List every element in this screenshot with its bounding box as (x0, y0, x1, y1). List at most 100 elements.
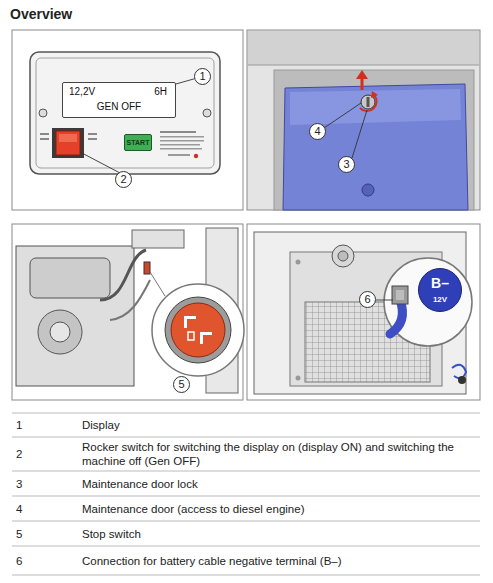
print-mark (88, 138, 97, 140)
table-description: Maintenance door lock (82, 471, 478, 496)
turn-arrow (360, 95, 377, 111)
door-knob (362, 184, 374, 196)
engine-pipe (100, 250, 146, 300)
switch-frame (52, 128, 84, 158)
callout-number: 2 (115, 171, 132, 188)
panel-frame (247, 30, 480, 210)
table-number: 5 (16, 521, 76, 546)
rocker-switch (56, 131, 80, 155)
node-text: 6 (360, 293, 375, 306)
engine-pulley (38, 310, 82, 354)
table-rule (12, 413, 480, 414)
screw (203, 109, 211, 117)
panel-control (12, 30, 243, 210)
leader-line (376, 300, 393, 301)
lift-arrow (361, 78, 364, 90)
node-text: 12V (419, 295, 461, 304)
turn-arrow-head (371, 91, 378, 98)
node-text: B– (419, 275, 461, 291)
lock-slot (367, 97, 370, 107)
switch-mark (188, 332, 194, 340)
table-rule (12, 496, 480, 497)
table-description: Rocker switch for switching the display … (82, 437, 478, 471)
callout-number: 6 (359, 291, 376, 308)
callout-number: 3 (338, 156, 355, 173)
plate-bezel (36, 58, 214, 168)
detail-circle (152, 284, 244, 376)
node-text: 4 (310, 125, 325, 138)
start-button: START (124, 134, 152, 151)
housing-edge (248, 65, 479, 66)
bolt (296, 260, 301, 265)
panel-title: Overview (10, 6, 72, 22)
cable-loop (452, 365, 466, 378)
terminal-small (458, 376, 466, 384)
display-screen: 12,2V6HGEN OFF (62, 82, 176, 118)
door-highlight (290, 89, 461, 125)
terminal-bolt (392, 286, 408, 304)
table-number: 3 (16, 471, 76, 496)
switch-mark (184, 316, 196, 328)
frame-rail (132, 230, 184, 248)
node-text: START (125, 139, 151, 146)
leader-line (80, 152, 120, 173)
engine-hose (110, 280, 150, 320)
housing-knob (332, 245, 354, 267)
rocker-highlight (59, 134, 77, 142)
print-mark (160, 136, 204, 138)
table-rule (12, 471, 480, 472)
table-number: 4 (16, 496, 76, 521)
leader-line (352, 110, 367, 158)
table-number: 6 (16, 546, 76, 575)
table-description: Stop switch (82, 521, 478, 546)
panel-frame (247, 224, 480, 400)
engine-cover (30, 258, 110, 298)
callout-number: 4 (309, 123, 326, 140)
node-text: GEN OFF (63, 101, 175, 112)
control-plate (30, 52, 220, 174)
print-mark (40, 138, 49, 140)
leader-line (324, 103, 361, 128)
table-description: Maintenance door (access to diesel engin… (82, 496, 478, 521)
table-description: Connection for battery cable negative te… (82, 546, 478, 575)
detail-circle (384, 258, 472, 346)
housing-top (248, 31, 479, 65)
bolt-face (396, 290, 404, 300)
node-text: 1 (195, 70, 210, 83)
print-mark (168, 154, 190, 156)
pulley-hub (50, 322, 70, 342)
table-rule (12, 575, 480, 576)
print-mark (160, 144, 200, 146)
node-text: 2 (116, 173, 131, 186)
engine-block (16, 246, 134, 386)
leader-line (176, 79, 194, 84)
table-rule (12, 546, 480, 547)
stop-switch-small (144, 262, 150, 274)
print-mark (40, 133, 49, 135)
print-mark (160, 148, 202, 150)
callout-number: 1 (194, 68, 211, 85)
node-text: 5 (174, 378, 189, 391)
zoom-line (150, 272, 165, 296)
screw (39, 109, 47, 117)
lift-arrow-head (356, 70, 368, 79)
battery-cable (390, 300, 402, 334)
panel-battery (247, 224, 480, 400)
node-text: 3 (339, 158, 354, 171)
panel-frame (12, 224, 243, 400)
panel-door (247, 30, 480, 210)
terminal-badge: B– 12V (418, 268, 462, 312)
stop-switch (171, 303, 225, 357)
bolt (296, 376, 301, 381)
table-rules (12, 413, 480, 575)
knob-center (338, 251, 348, 261)
maintenance-door (283, 84, 468, 210)
panel-engine (12, 224, 244, 400)
table-rule (12, 521, 480, 522)
table-number: 1 (16, 413, 76, 437)
table-description: Display (82, 413, 478, 437)
table-rule (12, 437, 480, 438)
